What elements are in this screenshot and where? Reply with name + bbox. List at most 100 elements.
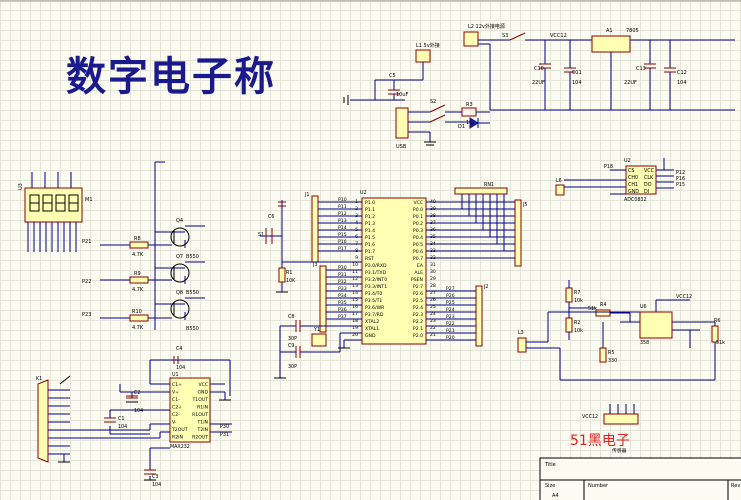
label-vcc-top: VCC12 bbox=[550, 33, 567, 39]
label-u6: U6 bbox=[640, 304, 647, 310]
adc-section bbox=[555, 158, 674, 196]
net-mcu-p1-2: P12 bbox=[338, 211, 347, 217]
label-c8-val: 30P bbox=[288, 336, 297, 342]
net-mcu-p2-3: P24 bbox=[446, 307, 455, 313]
brand-watermark: 51黑电子 bbox=[570, 433, 630, 449]
mcu-pin-num-left-20: 20 bbox=[352, 332, 358, 338]
label-s1: S1 bbox=[258, 232, 264, 238]
max232-pin-left-1: C1+ bbox=[172, 382, 182, 388]
label-rn: RN1 bbox=[484, 182, 494, 188]
net-mcu-p3-7: P37 bbox=[338, 314, 347, 320]
label-s3: S3 bbox=[502, 33, 508, 39]
label-r1-val: 10K bbox=[286, 278, 296, 284]
serial-pin-labels: C1+V+C1-C2+C2-V-T2OUTR2INVCCGNDT1OUTR1IN… bbox=[171, 382, 208, 441]
mcu-pin-num-right-4: 37 bbox=[430, 220, 436, 226]
mcu-pin-num-left-12: 12 bbox=[352, 276, 358, 282]
mcu-pin-num-left-1: 1 bbox=[355, 199, 358, 205]
mcu-pin-right-6: P0.4 bbox=[413, 235, 423, 241]
mcu-pin-right-19: P2.1 bbox=[413, 326, 423, 332]
label-c1: C1 bbox=[118, 416, 124, 422]
max232-pin-left-5: C2- bbox=[172, 412, 180, 418]
label-q7: Q7 bbox=[176, 254, 183, 260]
adc-pin-gnd: GND bbox=[628, 189, 639, 195]
mcu-pin-left-12: P3.2/INT0 bbox=[365, 277, 387, 283]
net-mcu-p2-2: P25 bbox=[446, 300, 455, 306]
mcu-pin-num-left-3: 3 bbox=[355, 213, 358, 219]
label-reg: 7805 bbox=[626, 28, 639, 34]
mcu-pin-right-1: VCC bbox=[413, 200, 423, 206]
dc-jack-l2 bbox=[463, 31, 479, 47]
mcu-pin-left-2: P1.1 bbox=[365, 207, 375, 213]
mcu-pin-num-right-17: 24 bbox=[430, 311, 436, 317]
label-l6: L6 bbox=[556, 178, 562, 184]
label-q8-type: B550 bbox=[186, 326, 199, 332]
title-block bbox=[539, 457, 741, 500]
label-vcc-opamp: VCC12 bbox=[676, 294, 692, 300]
display-section bbox=[24, 161, 205, 330]
label-r2-val: 10k bbox=[574, 328, 583, 334]
label-r7-val: 10k bbox=[574, 298, 583, 304]
resistor-r8 bbox=[129, 241, 149, 249]
mcu-pin-num-right-8: 33 bbox=[430, 248, 436, 254]
resistor-r10 bbox=[129, 314, 149, 322]
mcu-pin-num-left-14: 14 bbox=[352, 290, 358, 296]
mcu-pin-left-16: P3.6/WR bbox=[365, 305, 385, 311]
power-section bbox=[343, 31, 735, 146]
label-j3: J3 bbox=[312, 262, 317, 268]
mcu-pin-num-left-13: 13 bbox=[352, 283, 358, 289]
max232-pin-right-6: T1IN bbox=[196, 420, 208, 426]
net-adc-p12: P12 bbox=[676, 170, 685, 176]
mcu-pin-num-left-7: 7 bbox=[355, 241, 358, 247]
opamp-labels: U6 358 VCC12 L3 R7 10k R2 10k R4 51k R5 … bbox=[518, 290, 725, 364]
label-r2: R2 bbox=[574, 320, 580, 326]
mcu-pin-right-14: P2.6 bbox=[413, 291, 423, 297]
mcu-pin-num-right-2: 39 bbox=[430, 206, 436, 212]
label-q4-type: B550 bbox=[186, 254, 199, 260]
mcu-pin-left-9: RST bbox=[365, 256, 374, 262]
net-p22: P22 bbox=[82, 279, 91, 285]
max232-pin-left-3: C1- bbox=[172, 397, 180, 403]
mcu-pin-right-16: P2.4 bbox=[413, 305, 423, 311]
mcu-pin-left-8: P1.7 bbox=[365, 249, 375, 255]
tb-title: Title bbox=[544, 462, 556, 468]
label-c13-val: 22UF bbox=[624, 80, 637, 86]
net-mcu-p2-5: P22 bbox=[446, 321, 455, 327]
mcu-pin-num-left-11: 11 bbox=[352, 269, 358, 275]
net-adc-p16: P16 bbox=[676, 176, 685, 182]
label-y1: Y1 bbox=[313, 327, 320, 333]
net-mcu-p1-0: P10 bbox=[338, 197, 347, 203]
label-c13: C13 bbox=[636, 66, 646, 72]
net-mcu-p1-7: P17 bbox=[338, 246, 347, 252]
label-c12: C12 bbox=[677, 70, 687, 76]
net-mcu-p3-5: P35 bbox=[338, 300, 347, 306]
label-usb: USB bbox=[396, 144, 407, 150]
label-r8-val: 4.7K bbox=[132, 252, 144, 258]
mcu-pin-num-left-2: 2 bbox=[355, 206, 358, 212]
mcu-pin-num-right-11: 30 bbox=[430, 269, 436, 275]
label-r6-val: 51k bbox=[716, 340, 725, 346]
label-r3-val: 1k bbox=[466, 120, 472, 126]
label-l1: L1 5v外接 bbox=[416, 42, 440, 49]
label-j5: J5 bbox=[522, 202, 527, 208]
label-q7-type: B550 bbox=[186, 290, 199, 296]
net-mcu-p3-3: P33 bbox=[338, 286, 347, 292]
mcu-pin-right-20: P2.0 bbox=[413, 333, 423, 339]
mcu-pin-left-14: P3.4/T0 bbox=[365, 291, 382, 297]
mcu-pin-right-18: P2.2 bbox=[413, 319, 423, 325]
net-mcu-p2-1: P26 bbox=[446, 293, 455, 299]
mcu-pin-right-11: ALE bbox=[414, 270, 423, 276]
mcu-pin-num-right-13: 28 bbox=[430, 283, 436, 289]
label-u3: U3 bbox=[18, 183, 24, 190]
usb-connector bbox=[395, 107, 409, 139]
tb-size: Size bbox=[545, 483, 555, 489]
mcu-pin-right-3: P0.1 bbox=[413, 214, 423, 220]
resistor-r7 bbox=[565, 287, 573, 303]
adc-pin-cs: CS bbox=[628, 168, 634, 174]
label-c6: C6 bbox=[268, 214, 274, 220]
net-mcu-p1-3: P13 bbox=[338, 218, 347, 224]
mcu-pin-left-3: P1.2 bbox=[365, 214, 375, 220]
label-r5: R5 bbox=[608, 350, 614, 356]
resistor-r4 bbox=[595, 309, 611, 317]
label-c8: C8 bbox=[288, 314, 294, 320]
db9-connector-k1 bbox=[37, 379, 49, 463]
